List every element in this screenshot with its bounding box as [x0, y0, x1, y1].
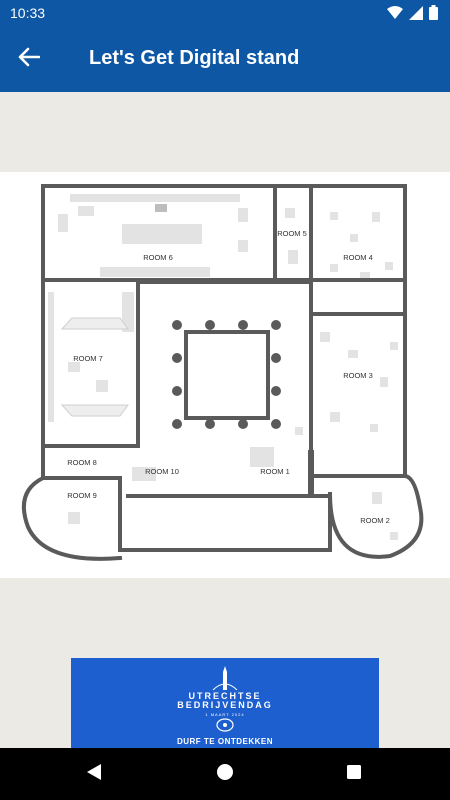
- room-labels: ROOM 6 ROOM 5 ROOM 4 ROOM 7 ROOM 3 ROOM …: [67, 229, 390, 525]
- recents-square-icon: [346, 764, 362, 785]
- back-triangle-icon: [85, 763, 103, 786]
- page-title: Let's Get Digital stand: [89, 47, 300, 69]
- banner-date: 1 MAART 2024: [205, 712, 245, 717]
- room-5-label[interactable]: ROOM 5: [277, 229, 307, 238]
- room-9-label[interactable]: ROOM 9: [67, 491, 97, 500]
- system-nav-bar: [0, 748, 450, 800]
- nav-recents-button[interactable]: [342, 762, 366, 786]
- app-bar: Let's Get Digital stand: [0, 26, 450, 92]
- battery-icon: [429, 5, 438, 25]
- signal-icon: [409, 5, 423, 25]
- room-10-label[interactable]: ROOM 10: [145, 467, 179, 476]
- room-1-label[interactable]: ROOM 1: [260, 467, 290, 476]
- nav-back-button[interactable]: [82, 762, 106, 786]
- sponsor-banner[interactable]: UTRECHTSE BEDRIJVENDAG 1 MAART 2024 DURF…: [71, 658, 379, 748]
- banner-title-line1: UTRECHTSE: [188, 691, 262, 701]
- room7-bottom-stage: [60, 404, 129, 417]
- sponsor-logo-icon: [216, 718, 234, 732]
- status-icons: [387, 5, 438, 25]
- banner-title-line2: BEDRIJVENDAG: [177, 700, 273, 710]
- furniture: [48, 194, 398, 540]
- status-bar: 10:33: [0, 0, 450, 26]
- floor-plan-svg: ROOM 6 ROOM 5 ROOM 4 ROOM 7 ROOM 3 ROOM …: [22, 184, 424, 561]
- atrium-columns: [172, 320, 281, 429]
- room7-top-stage: [60, 317, 129, 330]
- room-2-label[interactable]: ROOM 2: [360, 516, 390, 525]
- central-atrium: [184, 330, 270, 420]
- banner-tagline: DURF TE ONTDEKKEN: [176, 737, 274, 746]
- status-time: 10:33: [10, 5, 46, 21]
- room-8-label[interactable]: ROOM 8: [67, 458, 97, 467]
- wifi-icon: [387, 5, 403, 25]
- room-4-label[interactable]: ROOM 4: [343, 253, 373, 262]
- nav-home-button[interactable]: [213, 762, 237, 786]
- back-button[interactable]: [14, 44, 44, 74]
- room-3-label[interactable]: ROOM 3: [343, 371, 373, 380]
- room-7-label[interactable]: ROOM 7: [73, 354, 103, 363]
- walls: [22, 184, 424, 561]
- arrow-left-icon: [18, 47, 41, 72]
- tower-logo-icon: [212, 666, 238, 691]
- home-circle-icon: [216, 763, 234, 786]
- floor-plan-map[interactable]: ROOM 6 ROOM 5 ROOM 4 ROOM 7 ROOM 3 ROOM …: [0, 172, 450, 578]
- room-6-label[interactable]: ROOM 6: [143, 253, 173, 262]
